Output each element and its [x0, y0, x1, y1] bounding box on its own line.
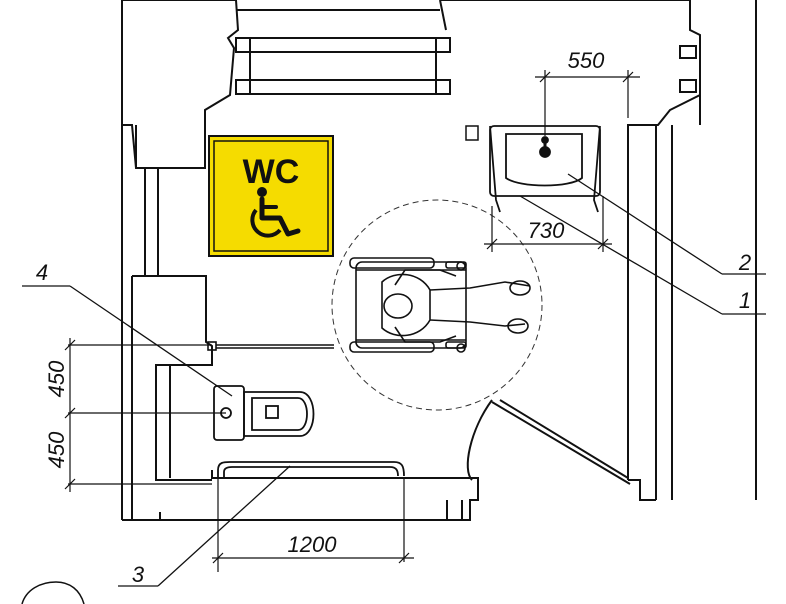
wheelchair-icon [250, 187, 301, 238]
wc-sign: WC [208, 135, 334, 257]
dim-sink-offset: 550 [568, 48, 605, 73]
callout-leaders [22, 173, 766, 587]
pipe-box [465, 125, 479, 141]
dim-toilet-lower: 450 [44, 431, 69, 468]
section-marker [21, 581, 85, 604]
callout-washbasin: 1 [739, 288, 751, 313]
grab-bar-rail [217, 461, 405, 478]
washbasin [489, 125, 601, 213]
wc-label: WC [243, 153, 300, 191]
wheelchair-user [349, 257, 531, 353]
wall-grab-bar [207, 341, 334, 351]
dim-toilet-upper: 450 [44, 360, 69, 397]
window [235, 37, 451, 95]
walls [121, 0, 757, 521]
dim-grab-bar-length: 1200 [288, 532, 338, 557]
turning-circle [331, 199, 543, 411]
callout-mirror: 2 [738, 250, 751, 275]
dimension-lines [64, 70, 640, 572]
callout-grab-bar: 3 [132, 562, 145, 587]
callout-toilet: 4 [36, 260, 48, 285]
dim-sink-clearance: 730 [528, 218, 565, 243]
